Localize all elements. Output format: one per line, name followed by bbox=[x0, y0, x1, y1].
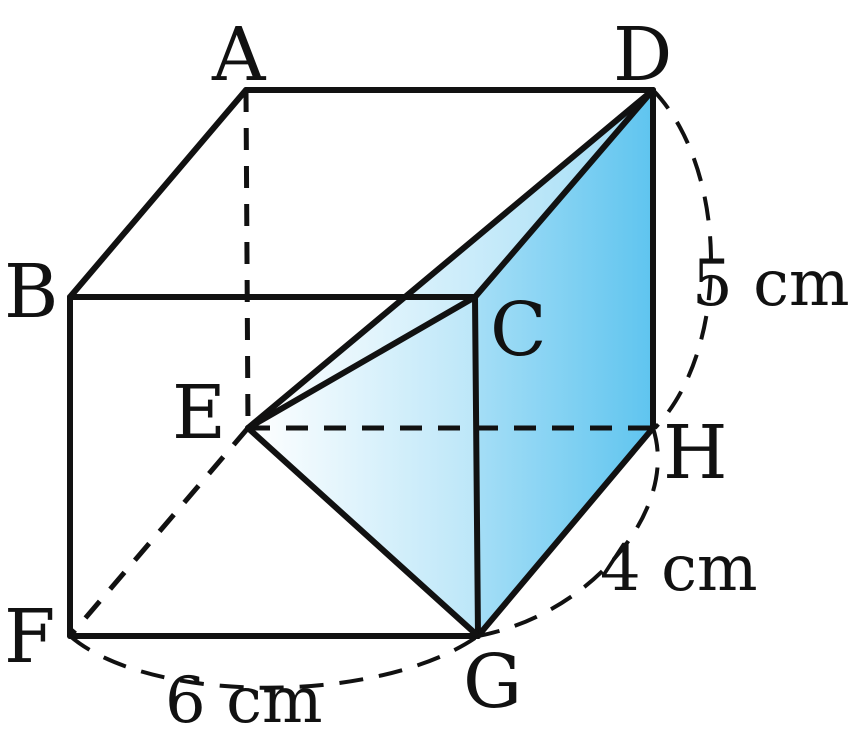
dimension-arc-height bbox=[651, 88, 713, 430]
edge-hg bbox=[475, 425, 656, 639]
edge-ec bbox=[245, 294, 478, 431]
vertex-label-h: H bbox=[663, 410, 728, 496]
vertex-label-c: C bbox=[490, 287, 547, 373]
vertex-label-d: D bbox=[613, 12, 672, 98]
dimension-label-width: 6 cm bbox=[165, 664, 323, 738]
hidden-edge-ae bbox=[243, 89, 251, 429]
prism-face-ecg bbox=[248, 297, 478, 636]
edge-eg bbox=[245, 425, 481, 639]
vertex-label-f: F bbox=[4, 594, 55, 680]
vertex-label-e: E bbox=[172, 370, 226, 456]
dimension-arc-depth bbox=[477, 427, 660, 638]
edge-ab bbox=[67, 87, 249, 300]
prism-face-cdhg bbox=[475, 90, 653, 636]
edge-ed bbox=[245, 87, 656, 431]
edge-cd bbox=[472, 87, 656, 300]
dimension-arc-width bbox=[68, 634, 480, 690]
vertex-label-b: B bbox=[4, 249, 58, 335]
edge-cg bbox=[472, 294, 481, 639]
vertex-label-g: G bbox=[463, 639, 522, 725]
dimension-label-depth: 4 cm bbox=[600, 532, 758, 606]
dimension-label-height: 5 cm bbox=[692, 247, 850, 321]
vertex-label-a: A bbox=[211, 12, 267, 98]
hidden-edge-ef bbox=[68, 426, 250, 638]
